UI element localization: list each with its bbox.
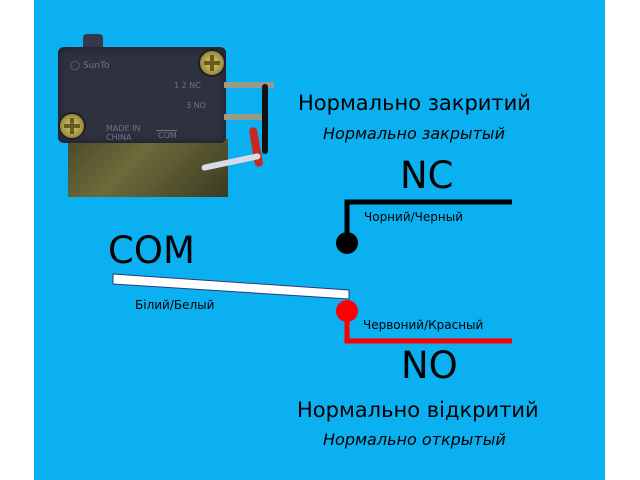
com-lever: [112, 273, 350, 300]
com-wire-label: Білий/Белый: [135, 298, 215, 312]
no-wire-label: Червоний/Красный: [363, 318, 484, 332]
com-case-label: COM: [156, 130, 177, 140]
no-title-uk: Нормально відкритий: [297, 398, 539, 422]
terminal-nc: [224, 82, 274, 88]
nc-title-uk: Нормально закритий: [298, 91, 531, 115]
no-terminal-label: NO: [401, 344, 458, 387]
no-title-ru: Нормально открытый: [323, 430, 506, 449]
pin-1-label: 1 2 NC: [174, 81, 201, 90]
brand-logo: ◯ SunTo: [70, 61, 110, 71]
com-terminal-label: COM: [108, 229, 195, 272]
terminal-no: [224, 114, 264, 120]
nc-title-ru: Нормально закрытый: [323, 124, 505, 143]
no-contact-dot: [336, 300, 358, 322]
pin-3-label: 3 NO: [186, 101, 206, 110]
nc-contact-dot: [336, 232, 358, 254]
screw-left-icon: [58, 112, 86, 140]
nc-wire-line: [344, 199, 512, 243]
nc-wire-label: Чорний/Черный: [364, 210, 464, 224]
screw-top-icon: [198, 49, 226, 77]
nc-terminal-label: NC: [400, 154, 454, 197]
black-wire: [262, 84, 268, 154]
